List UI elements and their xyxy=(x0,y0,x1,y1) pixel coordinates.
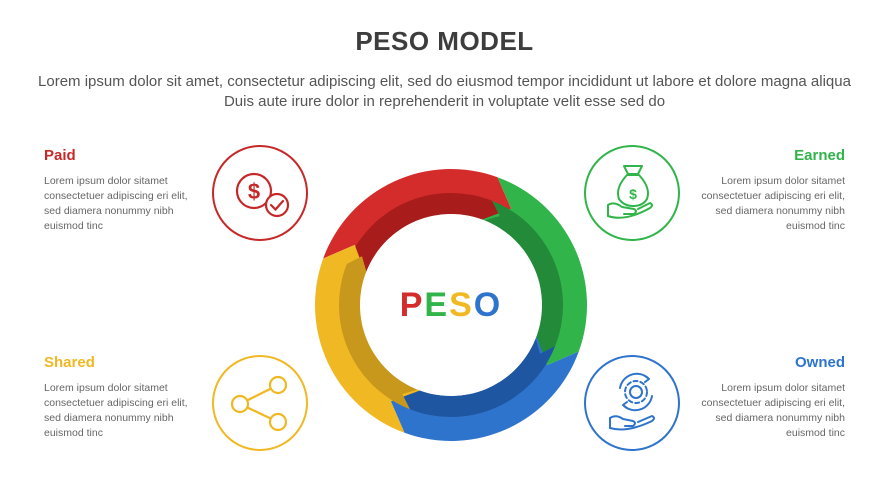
paid-icon-circle: $ xyxy=(212,145,308,241)
share-icon xyxy=(230,375,288,432)
earned-heading: Earned xyxy=(794,147,845,164)
page-subtitle: Lorem ipsum dolor sit amet, consectetur … xyxy=(38,73,851,110)
money-bag-hand-icon: $ xyxy=(607,165,653,219)
peso-ring xyxy=(315,169,587,442)
ring-inner-band-paid xyxy=(346,192,500,272)
owned-heading: Owned xyxy=(794,354,845,371)
ring-inner-band-owned xyxy=(402,338,556,417)
paid-heading: Paid xyxy=(44,147,76,164)
shared-icon-circle xyxy=(212,355,308,451)
center-peso-label: PESO xyxy=(400,286,503,324)
page-title: PESO MODEL xyxy=(355,26,534,56)
center-letter-o: O xyxy=(474,286,502,324)
center-letter-p: P xyxy=(400,286,425,324)
ring-inner-band-earned xyxy=(484,200,563,354)
center-letter-e: E xyxy=(424,286,449,324)
shared-heading: Shared xyxy=(44,354,95,371)
dollar-check-icon: $ xyxy=(235,172,290,218)
owned-icon-circle xyxy=(584,355,680,451)
earned-block: Earned Lorem ipsum dolor sitamet consect… xyxy=(695,147,845,234)
center-letter-s: S xyxy=(449,286,474,324)
gear-hand-icon xyxy=(609,372,655,431)
owned-description: Lorem ipsum dolor sitamet consectetuer a… xyxy=(701,382,845,439)
ring-center xyxy=(360,214,542,396)
paid-description: Lorem ipsum dolor sitamet consectetuer a… xyxy=(44,175,188,232)
owned-block: Owned Lorem ipsum dolor sitamet consecte… xyxy=(695,354,845,441)
ring-inner-band-shared xyxy=(339,256,418,410)
svg-text:$: $ xyxy=(248,179,260,204)
svg-text:$: $ xyxy=(629,186,637,202)
earned-description: Lorem ipsum dolor sitamet consectetuer a… xyxy=(701,175,845,232)
shared-description: Lorem ipsum dolor sitamet consectetuer a… xyxy=(44,382,188,439)
paid-block: Paid Lorem ipsum dolor sitamet consectet… xyxy=(44,147,194,234)
shared-block: Shared Lorem ipsum dolor sitamet consect… xyxy=(44,354,194,441)
earned-icon-circle: $ xyxy=(584,145,680,241)
